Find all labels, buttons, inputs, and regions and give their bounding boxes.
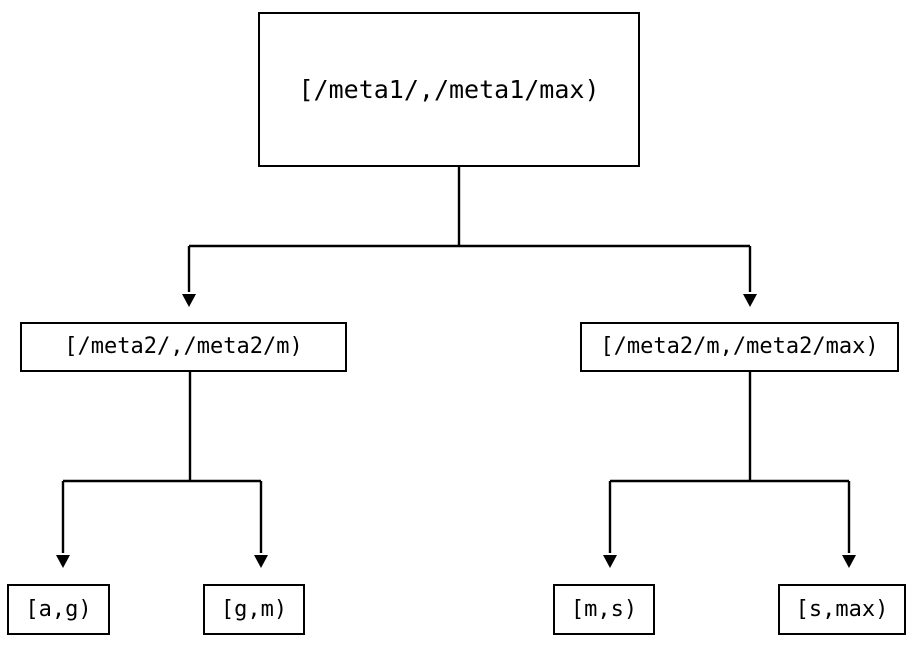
arrowhead-mid-right-to-leaf-4 bbox=[842, 555, 856, 568]
arrowhead-root-to-mid-left bbox=[182, 294, 196, 307]
arrowhead-mid-right-to-leaf-3 bbox=[603, 555, 617, 568]
node-leaf-s-max[interactable]: [s,max) bbox=[778, 584, 906, 635]
node-leaf-g-m[interactable]: [g,m) bbox=[203, 584, 305, 635]
node-level2-left[interactable]: [/meta2/,/meta2/m) bbox=[20, 322, 347, 372]
node-root[interactable]: [/meta1/,/meta1/max) bbox=[258, 12, 640, 167]
arrowhead-root-to-mid-right bbox=[743, 294, 757, 307]
node-level2-right[interactable]: [/meta2/m,/meta2/max) bbox=[580, 322, 899, 372]
arrowhead-mid-left-to-leaf-1 bbox=[56, 555, 70, 568]
node-leaf-m-s[interactable]: [m,s) bbox=[553, 584, 655, 635]
node-leaf-a-g[interactable]: [a,g) bbox=[7, 584, 110, 635]
arrowhead-mid-left-to-leaf-2 bbox=[254, 555, 268, 568]
